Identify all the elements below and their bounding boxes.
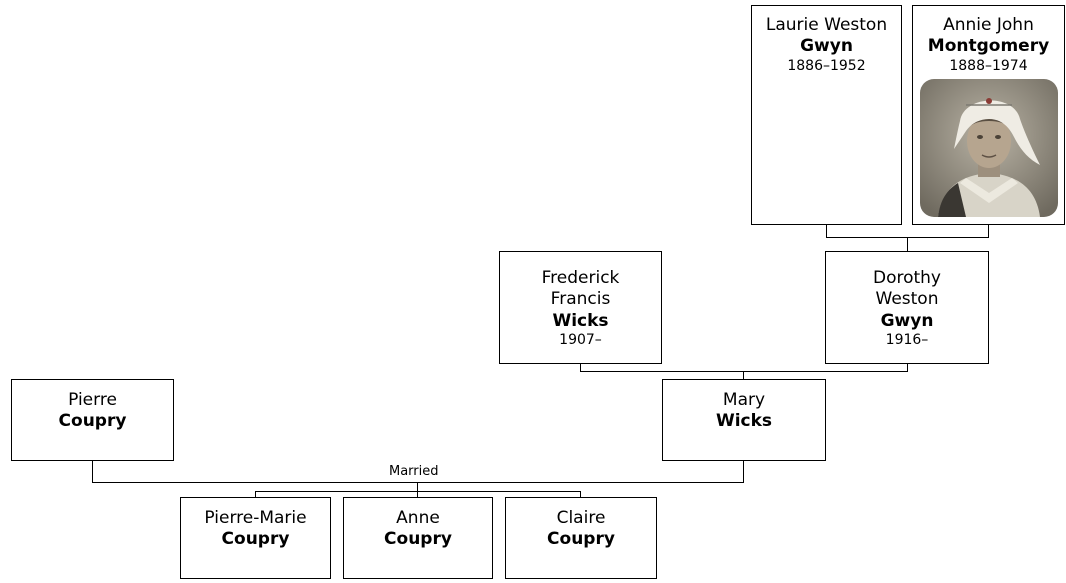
person-card-annie-john-montgomery[interactable]: Annie John Montgomery 1888–1974	[912, 5, 1065, 225]
surname: Gwyn	[800, 36, 853, 57]
surname: Wicks	[552, 310, 609, 331]
married-label: Married	[387, 464, 441, 479]
person-card-mary-wicks[interactable]: Mary Wicks	[662, 379, 826, 461]
life-dates: 1888–1974	[949, 57, 1028, 74]
given-name: Frederick Francis	[541, 268, 620, 310]
surname: Montgomery	[927, 36, 1050, 57]
surname: Wicks	[715, 411, 773, 432]
surname: Coupry	[58, 411, 127, 432]
given-name: Annie John	[943, 15, 1034, 35]
person-card-anne-coupry[interactable]: Anne Coupry	[343, 497, 493, 579]
surname: Coupry	[221, 529, 290, 550]
given-name: Claire	[556, 508, 606, 528]
surname: Coupry	[547, 529, 615, 550]
couple-line-wicks-gwyn	[580, 364, 908, 372]
life-dates: 1886–1952	[787, 57, 866, 74]
person-card-pierre-marie-coupry[interactable]: Pierre-Marie Coupry	[180, 497, 331, 579]
given-name: Laurie Weston	[765, 15, 888, 35]
life-dates: 1916–	[885, 331, 929, 348]
person-card-claire-coupry[interactable]: Claire Coupry	[505, 497, 657, 579]
surname: Gwyn	[880, 310, 934, 331]
surname: Coupry	[384, 529, 452, 550]
given-name: Mary	[722, 390, 766, 410]
person-card-frederick-francis-wicks[interactable]: Frederick Francis Wicks 1907–	[499, 251, 662, 364]
person-card-dorothy-weston-gwyn[interactable]: Dorothy Weston Gwyn 1916–	[825, 251, 989, 364]
person-card-laurie-weston-gwyn[interactable]: Laurie Weston Gwyn 1886–1952	[751, 5, 902, 225]
couple-line-gwyn-montgomery	[826, 225, 989, 238]
life-dates: 1907–	[559, 331, 602, 348]
portrait-photo	[919, 79, 1058, 217]
given-name: Pierre	[68, 390, 117, 410]
given-name: Pierre-Marie	[204, 508, 307, 528]
person-card-pierre-coupry[interactable]: Pierre Coupry	[11, 379, 174, 461]
given-name: Anne	[396, 508, 440, 528]
given-name: Dorothy Weston	[872, 268, 941, 310]
